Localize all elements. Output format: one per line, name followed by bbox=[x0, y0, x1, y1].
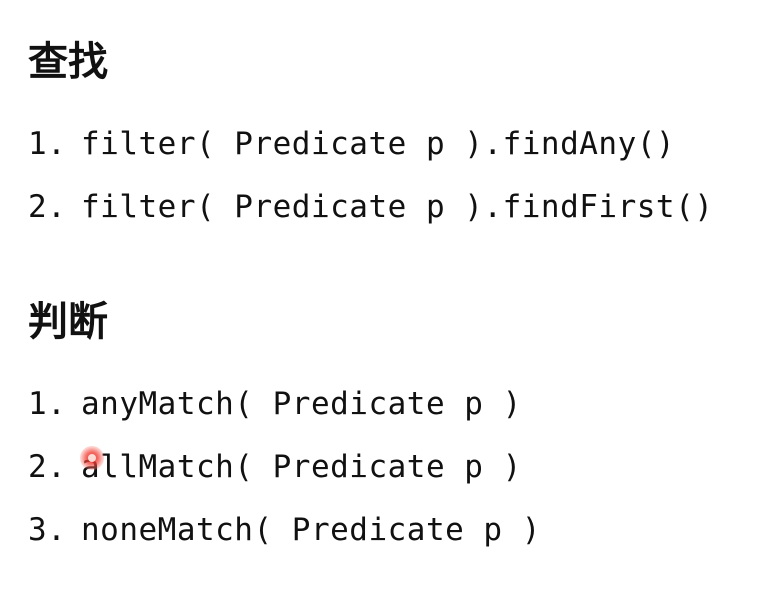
judge-list-item-1: 1. anyMatch( Predicate p ) bbox=[28, 384, 522, 424]
find-list-item-1: 1. filter( Predicate p ).findAny() bbox=[28, 124, 675, 164]
list-number: 1. bbox=[28, 386, 67, 422]
list-item-text: filter( Predicate p ).findAny() bbox=[81, 126, 676, 162]
find-list-item-2: 2. filter( Predicate p ).findFirst() bbox=[28, 187, 713, 227]
section-title-judge: 判断 bbox=[28, 298, 108, 345]
judge-list-item-3: 3. noneMatch( Predicate p ) bbox=[28, 510, 541, 550]
list-item-text: filter( Predicate p ).findFirst() bbox=[81, 189, 714, 225]
list-number: 1. bbox=[28, 126, 67, 162]
list-number: 3. bbox=[28, 512, 67, 548]
judge-list-item-2: 2. allMatch( Predicate p ) bbox=[28, 447, 522, 487]
list-item-text: anyMatch( Predicate p ) bbox=[81, 386, 522, 422]
list-number: 2. bbox=[28, 189, 67, 225]
list-number: 2. bbox=[28, 449, 67, 485]
list-item-text: allMatch( Predicate p ) bbox=[81, 449, 522, 485]
section-title-find: 查找 bbox=[28, 38, 108, 85]
list-item-text: noneMatch( Predicate p ) bbox=[81, 512, 541, 548]
